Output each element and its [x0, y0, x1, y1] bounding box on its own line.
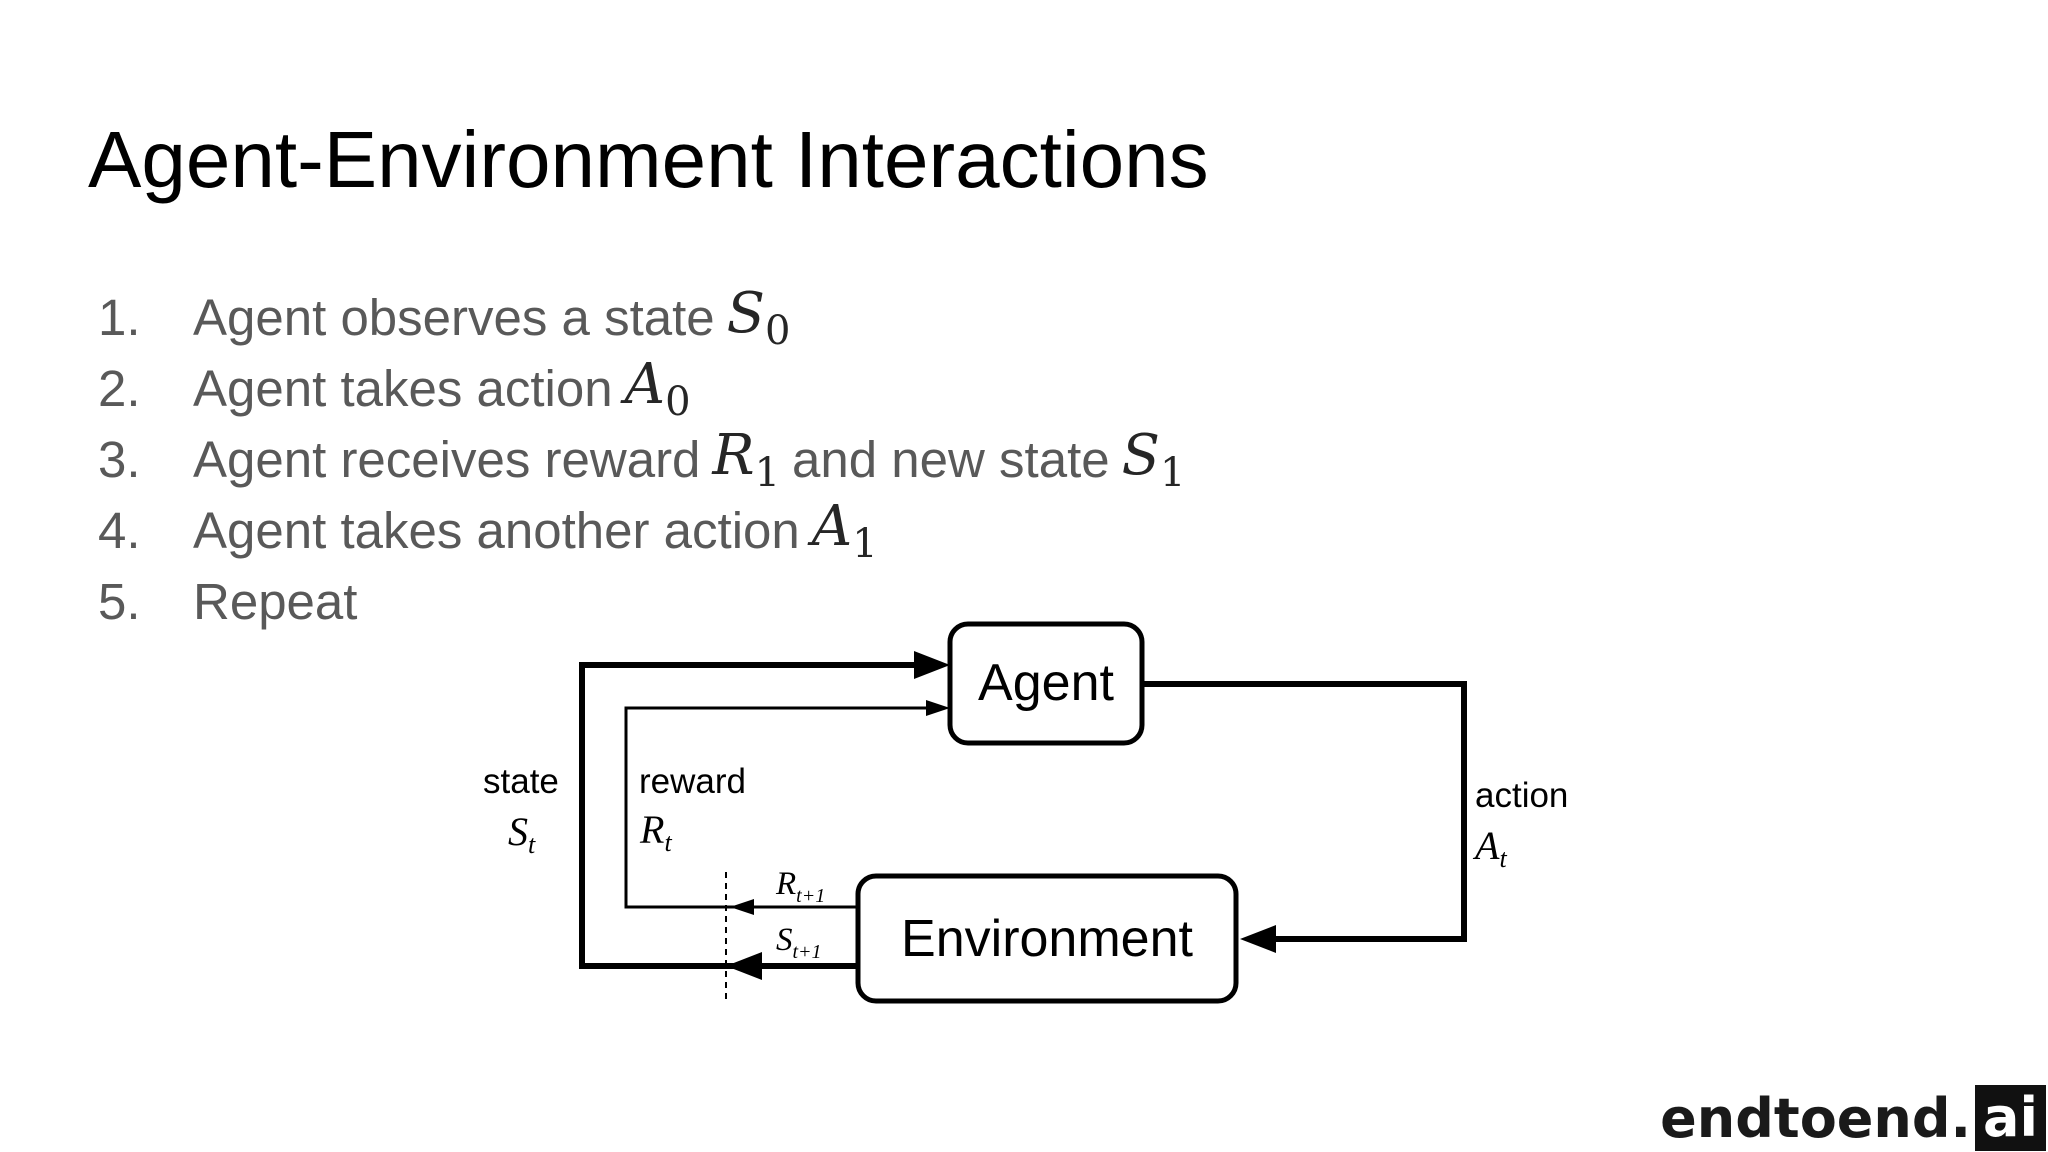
- math-symbol: A1: [811, 494, 878, 567]
- step-text: Agent takes another action: [193, 502, 800, 559]
- step-number: 1.: [98, 289, 141, 346]
- brand-logo: endtoend.ai: [1660, 1085, 2046, 1151]
- state-arrow: [579, 662, 920, 969]
- steps-list: 1. Agent observes a state S0 2. Agent ta…: [98, 281, 1186, 637]
- step-text: Repeat: [193, 573, 358, 630]
- next-state-symbol: St+1: [776, 922, 822, 963]
- next-reward-symbol: Rt+1: [775, 866, 825, 907]
- environment-label: Environment: [901, 910, 1193, 968]
- list-item: 5. Repeat: [98, 566, 1185, 637]
- state-symbol: St: [508, 809, 536, 859]
- list-item: 4. Agent takes another action A1: [98, 494, 1185, 567]
- step-number: 5.: [98, 573, 141, 630]
- next-state-arrowhead: [726, 952, 762, 980]
- reward-arrowhead: [926, 700, 950, 716]
- list-item: 3. Agent receives reward R1 and new stat…: [98, 423, 1186, 496]
- action-label: action: [1475, 776, 1568, 815]
- math-symbol: R1: [712, 423, 781, 496]
- next-reward-arrowhead: [730, 899, 754, 915]
- step-number: 2.: [98, 360, 141, 417]
- action-arrowhead: [1240, 925, 1276, 953]
- step-text: Agent observes a state: [193, 289, 715, 346]
- step-text: Agent receives reward: [193, 431, 701, 488]
- slide-title: Agent-Environment Interactions: [88, 115, 1209, 204]
- action-symbol: At: [1472, 823, 1507, 873]
- step-number: 3.: [98, 431, 141, 488]
- reward-label: reward: [639, 762, 746, 801]
- logo-accent: ai: [1975, 1085, 2046, 1151]
- agent-box: Agent: [947, 621, 1145, 746]
- step-text: and new state: [792, 431, 1110, 488]
- agent-label: Agent: [978, 654, 1114, 712]
- math-symbol: S1: [1121, 423, 1186, 496]
- math-symbol: A0: [624, 352, 691, 425]
- logo-text: endtoend.: [1660, 1086, 1972, 1150]
- state-label: state: [483, 762, 559, 801]
- state-arrowhead: [914, 651, 950, 679]
- step-number: 4.: [98, 502, 141, 559]
- list-item: 2. Agent takes action A0: [98, 352, 1185, 425]
- math-symbol: S0: [726, 281, 791, 354]
- reward-symbol: Rt: [639, 807, 672, 857]
- step-text: Agent takes action: [193, 360, 613, 417]
- action-arrow: [1142, 681, 1467, 942]
- environment-box: Environment: [855, 873, 1239, 1004]
- list-item: 1. Agent observes a state S0: [98, 281, 1185, 354]
